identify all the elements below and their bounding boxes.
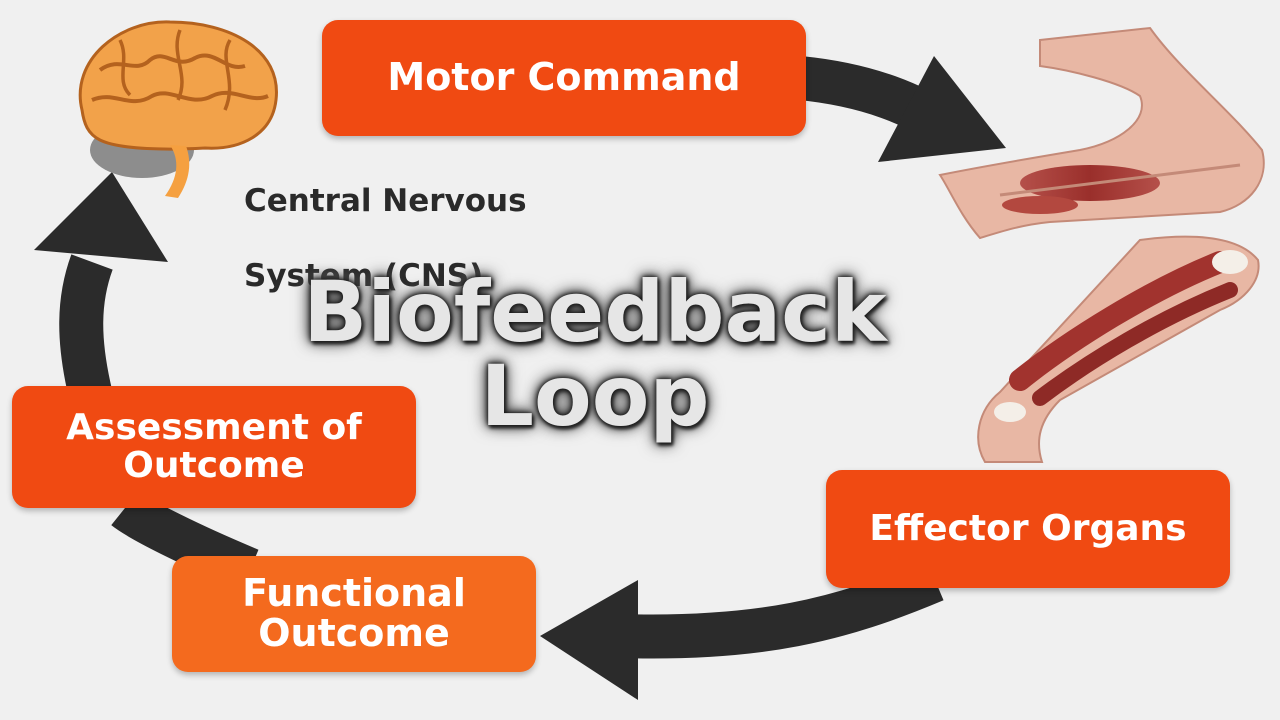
effector-organs-box: Effector Organs: [826, 470, 1230, 588]
cns-label: Central Nervous System (CNS): [244, 146, 527, 332]
assessment-box: Assessment of Outcome: [12, 386, 416, 508]
arm-muscle-icon: [938, 26, 1265, 240]
motor-command-label: Motor Command: [387, 55, 741, 100]
diagram-title: Biofeedback Loop: [270, 270, 920, 438]
assessment-label: Assessment of Outcome: [66, 407, 362, 486]
cns-label-line1: Central Nervous: [244, 183, 527, 220]
functional-outcome-box: Functional Outcome: [172, 556, 536, 672]
functional-outcome-label: Functional Outcome: [242, 571, 466, 655]
arrowhead-to-effector: [878, 56, 1006, 162]
arrow-assessment-to-cns: [59, 254, 113, 397]
arrow-effector-to-functional: [619, 559, 944, 659]
title-line1: Biofeedback: [303, 263, 887, 361]
arrowhead-to-functional: [540, 580, 638, 700]
arrowhead-to-cns: [34, 172, 168, 262]
cns-label-line2: System (CNS): [244, 257, 484, 294]
motor-command-box: Motor Command: [322, 20, 806, 136]
forearm-muscle-icon: [977, 235, 1260, 463]
brain-icon: [78, 20, 278, 198]
effector-organs-label: Effector Organs: [869, 508, 1187, 550]
title-line2: Loop: [480, 347, 710, 445]
